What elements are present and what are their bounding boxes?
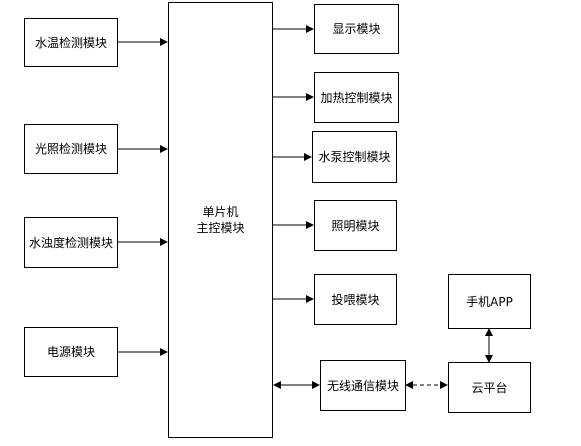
wireless-comm-module-label: 无线通信模块 bbox=[326, 378, 399, 393]
lighting-module: 照明模块 bbox=[314, 200, 397, 251]
light-module-label: 光照检测模块 bbox=[34, 142, 107, 156]
turbidity-module-label: 水浊度检测模块 bbox=[28, 235, 113, 250]
cloud-platform-box: 云平台 bbox=[448, 362, 531, 413]
display-module-label: 显示模块 bbox=[332, 22, 381, 36]
water-temp-module-label: 水温检测模块 bbox=[34, 35, 107, 50]
display-module: 显示模块 bbox=[314, 4, 399, 54]
feeding-module-label: 投喂模块 bbox=[331, 292, 380, 307]
wireless-comm-module: 无线通信模块 bbox=[320, 360, 406, 411]
water-temp-module: 水温检测模块 bbox=[24, 18, 118, 67]
feeding-module: 投喂模块 bbox=[314, 274, 397, 325]
mobile-app-box: 手机APP bbox=[448, 274, 531, 329]
heating-control-module-label: 加热控制模块 bbox=[320, 90, 393, 105]
turbidity-module: 水浊度检测模块 bbox=[24, 217, 118, 268]
mcu-label-line1: 单片机 bbox=[202, 205, 239, 219]
light-module: 光照检测模块 bbox=[24, 124, 118, 174]
cloud-platform-label: 云平台 bbox=[471, 380, 508, 395]
power-module: 电源模块 bbox=[24, 327, 118, 377]
pump-control-module-label: 水泵控制模块 bbox=[318, 150, 391, 164]
power-module-label: 电源模块 bbox=[46, 345, 95, 359]
mobile-app-label: 手机APP bbox=[466, 294, 513, 309]
mcu-label-line2: 主控模块 bbox=[196, 221, 245, 235]
lighting-module-label: 照明模块 bbox=[331, 218, 380, 233]
heating-control-module: 加热控制模块 bbox=[314, 72, 399, 123]
pump-control-module: 水泵控制模块 bbox=[312, 131, 397, 183]
mcu-main-module: 单片机 主控模块 bbox=[168, 2, 273, 438]
